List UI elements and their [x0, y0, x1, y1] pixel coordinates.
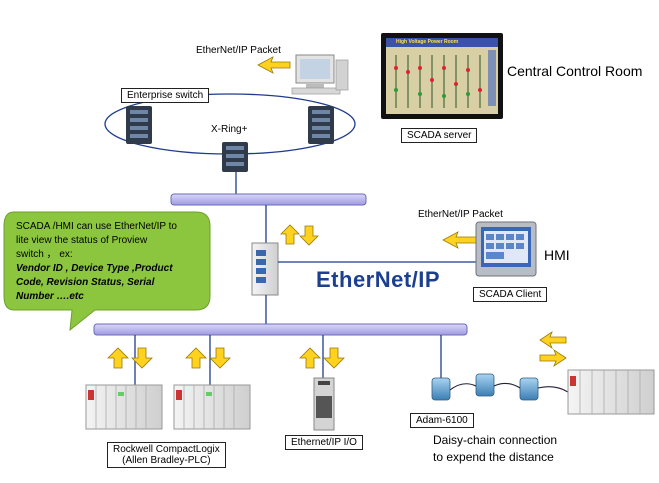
- daisy-chain-line1: Daisy-chain connection: [433, 433, 558, 447]
- enterprise-switch-right: [308, 106, 334, 144]
- scada-monitor: [381, 33, 503, 119]
- enterprise-switch-bottom: [222, 142, 248, 172]
- lower-bus-drops: [134, 335, 442, 385]
- plc-rack-right: [567, 369, 655, 415]
- ethernetip-io-module: [313, 377, 335, 431]
- central-control-room-label: Central Control Room: [507, 63, 643, 79]
- ethernetip-logo: EtherNet/IP: [316, 267, 441, 292]
- callout-bubble: [3, 211, 211, 332]
- scada-screen-title: High Voltage Power Room: [396, 39, 459, 45]
- lower-bus: [93, 323, 468, 336]
- daisy-chain-cables: [449, 382, 569, 393]
- updown-arrows-plc2: [185, 347, 231, 369]
- plc-rack-2: [173, 384, 251, 430]
- hmi-label: HMI: [544, 247, 570, 263]
- packet-arrow-hmi: [442, 231, 477, 249]
- scada-server-label: SCADA server: [401, 128, 478, 143]
- callout-line-1: SCADA /HMI can use EtherNet/IP to: [16, 221, 177, 232]
- callout-line-2: lite view the status of Proview: [16, 235, 148, 246]
- rockwell-label: Rockwell CompactLogix (Allen Bradley-PLC…: [107, 442, 226, 468]
- computer-icon: [291, 54, 349, 95]
- x-ring-label: X-Ring+: [211, 124, 248, 135]
- packet-arrow-top: [257, 56, 291, 74]
- adam-module-3: [519, 377, 539, 401]
- callout-line-3: switch ， ex:: [16, 249, 73, 260]
- ethernetip-io-label: Ethernet/IP I/O: [285, 435, 363, 450]
- packet-label-top: EtherNet/IP Packet: [196, 45, 281, 56]
- callout-bold-line-2: Code, Revision Status, Serial: [16, 277, 155, 288]
- adam-module-1: [431, 377, 451, 401]
- callout-bold-line-3: Number ….etc: [16, 291, 84, 302]
- rockwell-label-line1: Rockwell CompactLogix: [113, 444, 220, 455]
- scada-client-label: SCADA Client: [473, 287, 548, 302]
- hmi-panel: [475, 221, 537, 277]
- proview-switch: [251, 242, 279, 296]
- rockwell-label-line2: (Allen Bradley-PLC): [122, 455, 211, 466]
- adam-module-2: [475, 373, 495, 397]
- adam-label: Adam-6100: [410, 413, 474, 428]
- daisy-chain-line2: to expend the distance: [433, 450, 554, 464]
- packet-label-hmi: EtherNet/IP Packet: [418, 209, 503, 220]
- enterprise-switch-left: [126, 106, 152, 144]
- callout-text: SCADA /HMI can use EtherNet/IP to lite v…: [16, 220, 202, 304]
- exchange-arrows-right: [539, 330, 567, 368]
- upper-bus: [170, 193, 367, 206]
- updown-arrows-io: [299, 347, 345, 369]
- updown-arrows-switch: [280, 224, 319, 246]
- updown-arrows-plc1: [107, 347, 153, 369]
- plc-rack-1: [85, 384, 163, 430]
- callout-bold-line-1: Vendor ID , Device Type ,Product: [16, 263, 173, 274]
- enterprise-switch-label: Enterprise switch: [121, 88, 210, 103]
